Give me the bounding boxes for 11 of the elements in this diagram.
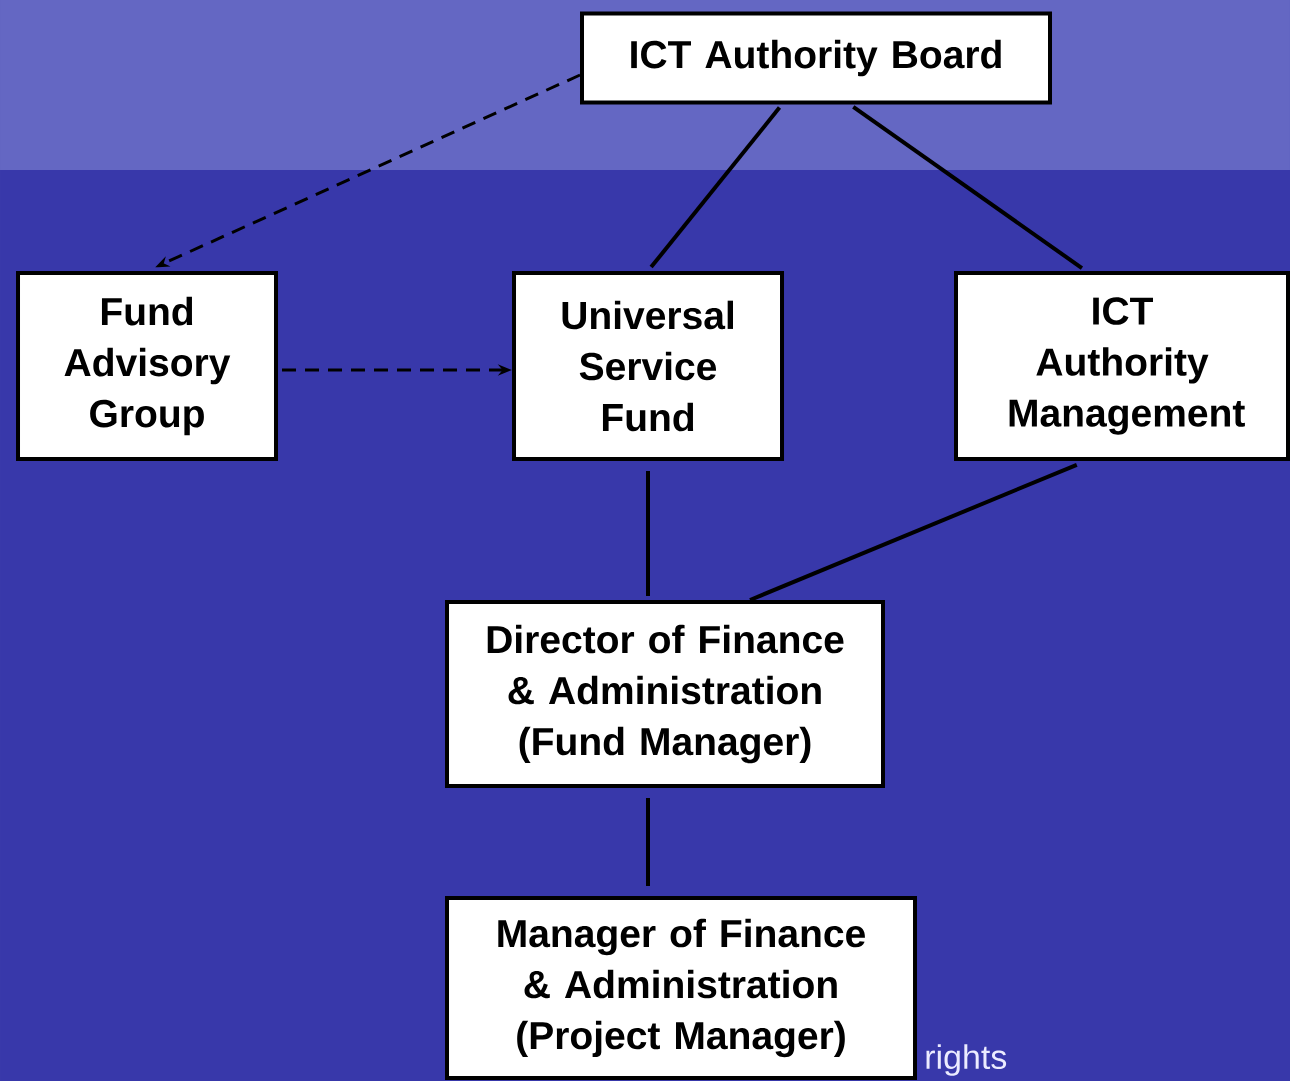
org-box: ICT Authority Management [954,271,1290,461]
org-box: Director of Finance & Administration (Fund Manager) [445,600,885,788]
connector [649,106,782,269]
org-box: Universal Service Fund [512,271,784,461]
org-box: ICT Authority Board [580,11,1052,105]
org-box: Fund Advisory Group [16,271,278,461]
connector [646,798,650,886]
connector [852,105,1084,270]
connector [646,471,650,596]
org-box: Manager of Finance & Administration (Project Manager) [445,896,917,1080]
connector [749,462,1078,602]
